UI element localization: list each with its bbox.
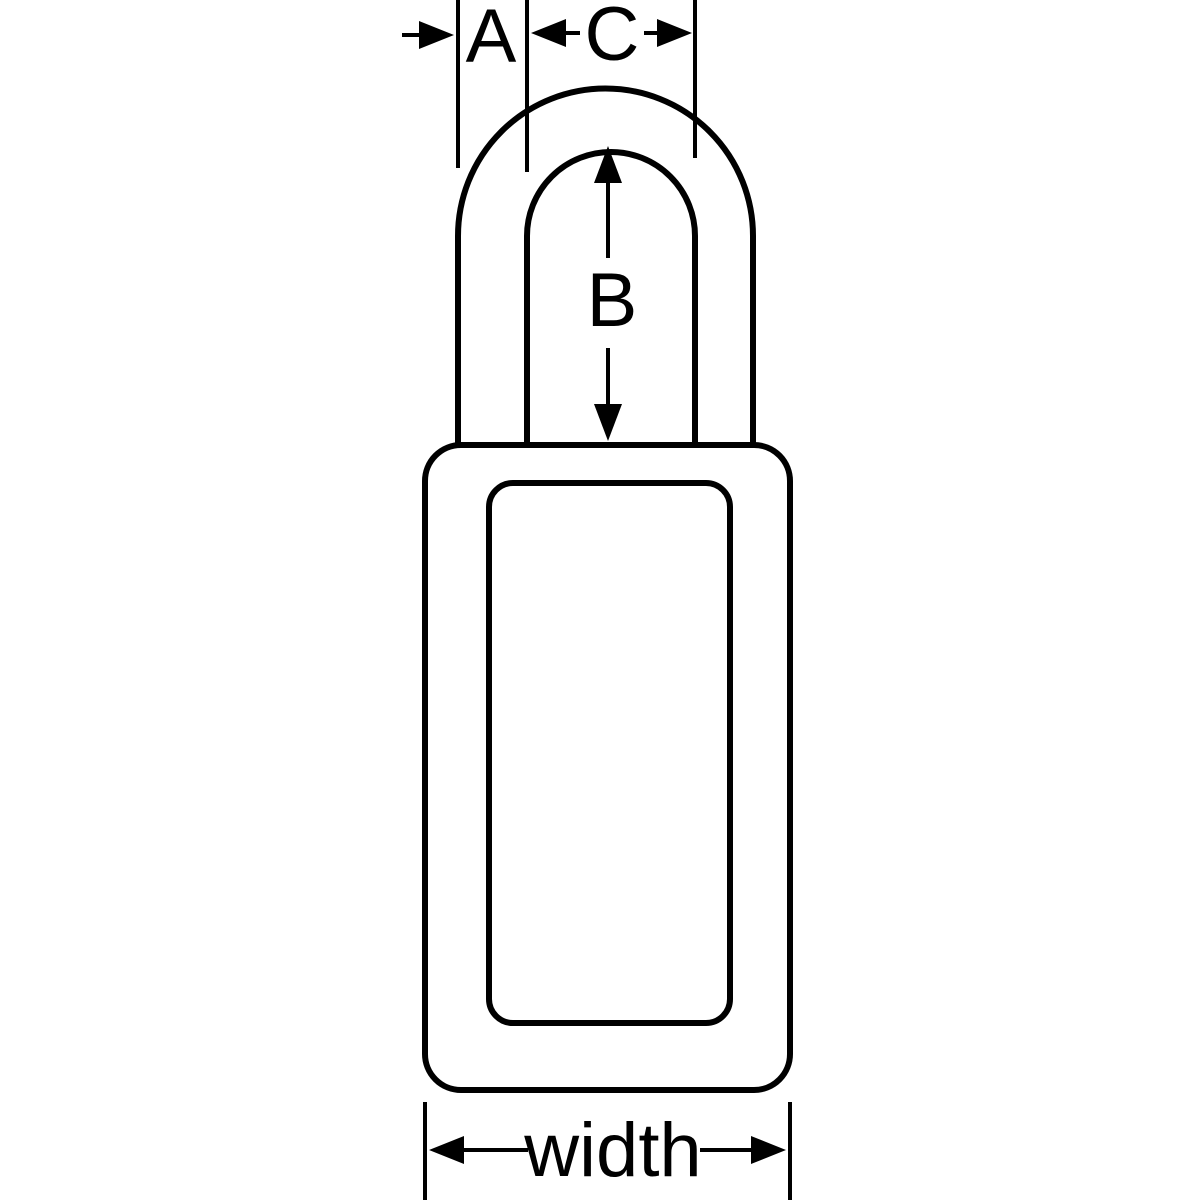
dim-c-label: C: [585, 0, 640, 77]
dim-b-arrowhead-up-icon: [594, 146, 622, 183]
padlock-label-area: [486, 480, 733, 1026]
dim-width-arrowhead-right-icon: [751, 1136, 786, 1164]
dim-width-label: width: [523, 1108, 701, 1193]
dim-width-arrowhead-left-icon: [429, 1136, 464, 1164]
dim-a-label: A: [466, 0, 517, 79]
dim-a-arrowhead-right-icon: [419, 21, 454, 49]
dim-c-arrowhead-right-icon: [657, 19, 692, 47]
dim-b-arrowhead-down-icon: [594, 404, 622, 441]
padlock-shackle: [455, 85, 756, 455]
padlock-body: [422, 442, 793, 1093]
dim-c-arrowhead-left-icon: [531, 19, 566, 47]
dim-b-label: B: [587, 258, 638, 343]
